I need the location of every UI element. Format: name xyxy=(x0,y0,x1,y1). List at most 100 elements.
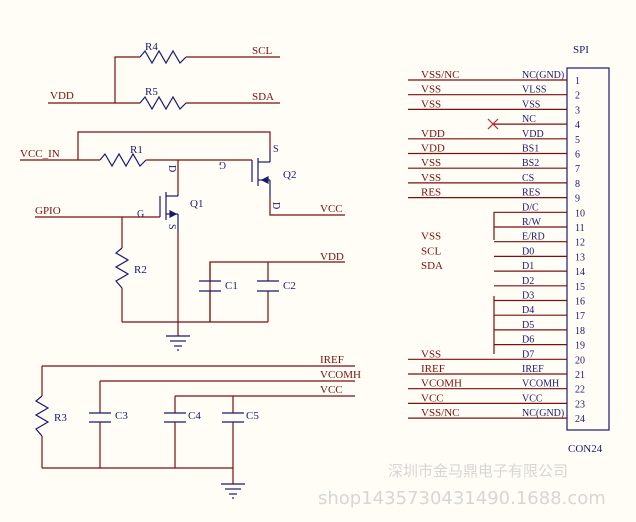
vdd-net-label-2: VDD xyxy=(320,251,344,263)
connector-pin-net: VDD xyxy=(421,143,445,155)
q2-source-pin: S xyxy=(273,144,279,155)
connector-pin-number: 18 xyxy=(575,326,585,337)
vcc-net-label-2: VCC xyxy=(320,384,343,396)
connector-pin-number: 14 xyxy=(575,267,585,278)
connector-pin-name: R/W xyxy=(522,217,541,228)
connector-pin-name: RES xyxy=(522,188,540,199)
connector-pin-number: 3 xyxy=(575,105,580,116)
power-switch-block: VCC_IN R1 Q2 S G D VCC xyxy=(20,131,345,351)
q1-drain-pin: D xyxy=(166,165,177,172)
pullup-resistor-block: R4 R5 VDD SCL SDA xyxy=(48,41,280,111)
connector-pin-name: VLSS xyxy=(522,85,546,96)
connector-pin-name: NC xyxy=(522,114,536,125)
c2-label: C2 xyxy=(283,280,296,292)
connector-pin-number: 6 xyxy=(575,150,580,161)
connector-pin-net: VSS/NC xyxy=(421,407,460,419)
connector-pin-name: D4 xyxy=(522,305,534,316)
gpio-net-label: GPIO xyxy=(35,205,61,217)
connector-pin-net: IREF xyxy=(421,363,445,375)
connector-pin-number: 2 xyxy=(575,91,580,102)
connector-pin-number: 17 xyxy=(575,311,585,322)
connector-pin-number: 23 xyxy=(575,399,585,410)
connector-pin-name: VSS xyxy=(522,99,540,110)
connector-pin-net: VSS xyxy=(421,348,441,360)
q1-source-pin: S xyxy=(166,224,177,230)
connector-pin-net: VSS xyxy=(421,98,441,110)
connector-title: SPI xyxy=(573,44,589,56)
connector-pin-number: 24 xyxy=(575,414,585,425)
iref-net-label: IREF xyxy=(320,354,344,366)
connector-pin-net: VSS xyxy=(421,84,441,96)
r3-label: R3 xyxy=(54,412,67,424)
r2-label: R2 xyxy=(134,264,147,276)
connector-pin-name: D6 xyxy=(522,335,534,346)
connector-pin-net: VDD xyxy=(421,128,445,140)
connector-pin-net: RES xyxy=(421,187,441,199)
connector-pin-number: 16 xyxy=(575,297,585,308)
resistor-r3 xyxy=(34,395,50,437)
connector-pin-name: VCC xyxy=(522,393,543,404)
c3-label: C3 xyxy=(115,410,128,422)
connector-pin-name: D0 xyxy=(522,246,534,257)
connector-block: SPI CON24 NC(GND)1VSS/NCVLSS2VSSVSS3VSSN… xyxy=(408,44,610,455)
c1-label: C1 xyxy=(225,280,238,292)
connector-pin-name: D3 xyxy=(522,291,534,302)
resistor-r2 xyxy=(114,247,130,289)
connector-pin-name: D/C xyxy=(522,202,539,213)
connector-pin-number: 15 xyxy=(575,282,585,293)
connector-pin-net: VSS xyxy=(421,157,441,169)
resistor-r1 xyxy=(99,152,147,168)
connector-pin-name: D1 xyxy=(522,261,534,272)
connector-pin-name: BS1 xyxy=(522,144,539,155)
connector-pin-net: VSS xyxy=(421,231,441,243)
r4-label: R4 xyxy=(145,41,158,53)
resistor-r4 xyxy=(139,49,187,65)
vcc-in-net-label: VCC_IN xyxy=(20,148,60,160)
connector-pin-number: 7 xyxy=(575,164,580,175)
connector-pin-number: 4 xyxy=(575,120,580,131)
q2-drain-pin: D xyxy=(270,202,281,209)
c5-label: C5 xyxy=(246,410,259,422)
connector-pin-name: BS2 xyxy=(522,158,539,169)
watermark-company: 深圳市金马鼎电子有限公司 xyxy=(388,462,568,480)
mosfet-q2: Q2 S G D xyxy=(219,144,297,209)
connector-pin-net: VCC xyxy=(421,392,444,404)
connector-pin-number: 22 xyxy=(575,385,585,396)
vdd-net-label: VDD xyxy=(50,90,74,102)
connector-pin-number: 19 xyxy=(575,341,585,352)
connector-pin-number: 10 xyxy=(575,208,585,219)
watermark-url: shop1435730431490.1688.com xyxy=(318,488,606,509)
connector-pin-name: D5 xyxy=(522,320,534,331)
nc-marker-icon xyxy=(487,118,499,130)
capacitor-c2 xyxy=(257,280,279,292)
connector-pin-name: VDD xyxy=(522,129,544,140)
resistor-r5 xyxy=(139,95,187,111)
connector-pin-net: SCL xyxy=(421,245,441,257)
scl-net-label: SCL xyxy=(252,45,272,57)
connector-pin-number: 12 xyxy=(575,238,585,249)
capacitor-c1 xyxy=(199,280,221,292)
connector-pin-number: 8 xyxy=(575,179,580,190)
connector-part: CON24 xyxy=(568,443,603,455)
vcomh-net-label: VCOMH xyxy=(320,369,361,381)
q1-label: Q1 xyxy=(190,198,203,210)
connector-pin-number: 11 xyxy=(575,223,585,234)
connector-pin-name: IREF xyxy=(522,364,544,375)
connector-pin-name: NC(GND) xyxy=(522,70,564,81)
connector-pin-number: 5 xyxy=(575,135,580,146)
connector-pin-number: 9 xyxy=(575,194,580,205)
connector-pin-name: D7 xyxy=(522,349,534,360)
r1-label: R1 xyxy=(130,144,143,156)
connector-pin-net: VSS xyxy=(421,172,441,184)
connector-pin-list: NC(GND)1VSS/NCVLSS2VSSVSS3VSSNC4VDD5VDDB… xyxy=(408,69,585,425)
connector-pin-name: E/RD xyxy=(522,232,545,243)
connector-pin-name: D2 xyxy=(522,276,534,287)
vcc-out-net-label: VCC xyxy=(320,203,343,215)
mosfet-q1: Q1 G D S xyxy=(137,165,203,232)
connector-pin-number: 1 xyxy=(575,76,580,87)
q2-gate-pin: G xyxy=(219,159,226,170)
connector-body xyxy=(566,67,610,431)
ground-symbol-1 xyxy=(166,335,190,351)
sda-net-label: SDA xyxy=(252,91,274,103)
